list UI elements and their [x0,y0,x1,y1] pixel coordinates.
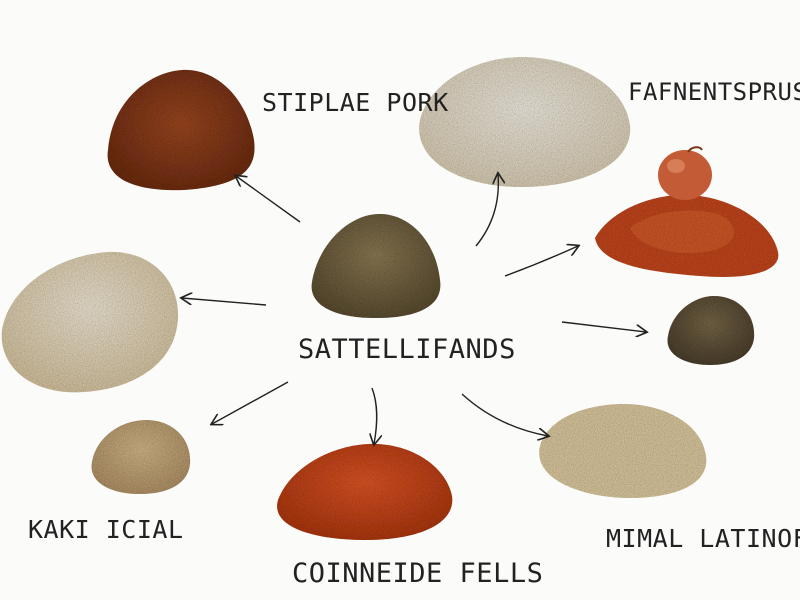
arrow-to-bottom-left [212,381,289,424]
arrow-to-bottom-center [372,387,377,444]
paprika-powder-pile [277,443,453,540]
arrow-to-bottom-right [461,393,548,436]
red-flakes-pile [595,194,779,277]
reddish-brown-spice-pile [107,69,255,191]
arrow-to-top-center [475,174,498,247]
label-bottom-center: COINNEIDE FELLS [292,558,544,589]
sand-powder-pile [91,420,191,494]
connector-arrows [182,174,646,444]
label-bottom-right: MIMAL LATINOFE [606,524,800,553]
olive-seed-pile [311,213,441,318]
arrow-to-right [561,321,646,332]
label-top-right: FAFNENTSPRUS [628,78,800,106]
label-top-left: STIPLAE PORK [262,88,449,117]
pepper-mix-pile [667,296,755,365]
light-grain-pile [1,251,179,393]
cream-powder-pile [419,56,631,188]
arrow-to-left [182,298,267,306]
tan-grain-pile [539,404,707,498]
dried-fruit-icon [658,146,712,200]
arrow-to-top-left [236,176,301,223]
arrow-to-top-right [504,246,578,277]
label-center: SATTELLIFANDS [298,334,516,365]
label-bottom-left: KAKI ICIAL [28,515,184,544]
